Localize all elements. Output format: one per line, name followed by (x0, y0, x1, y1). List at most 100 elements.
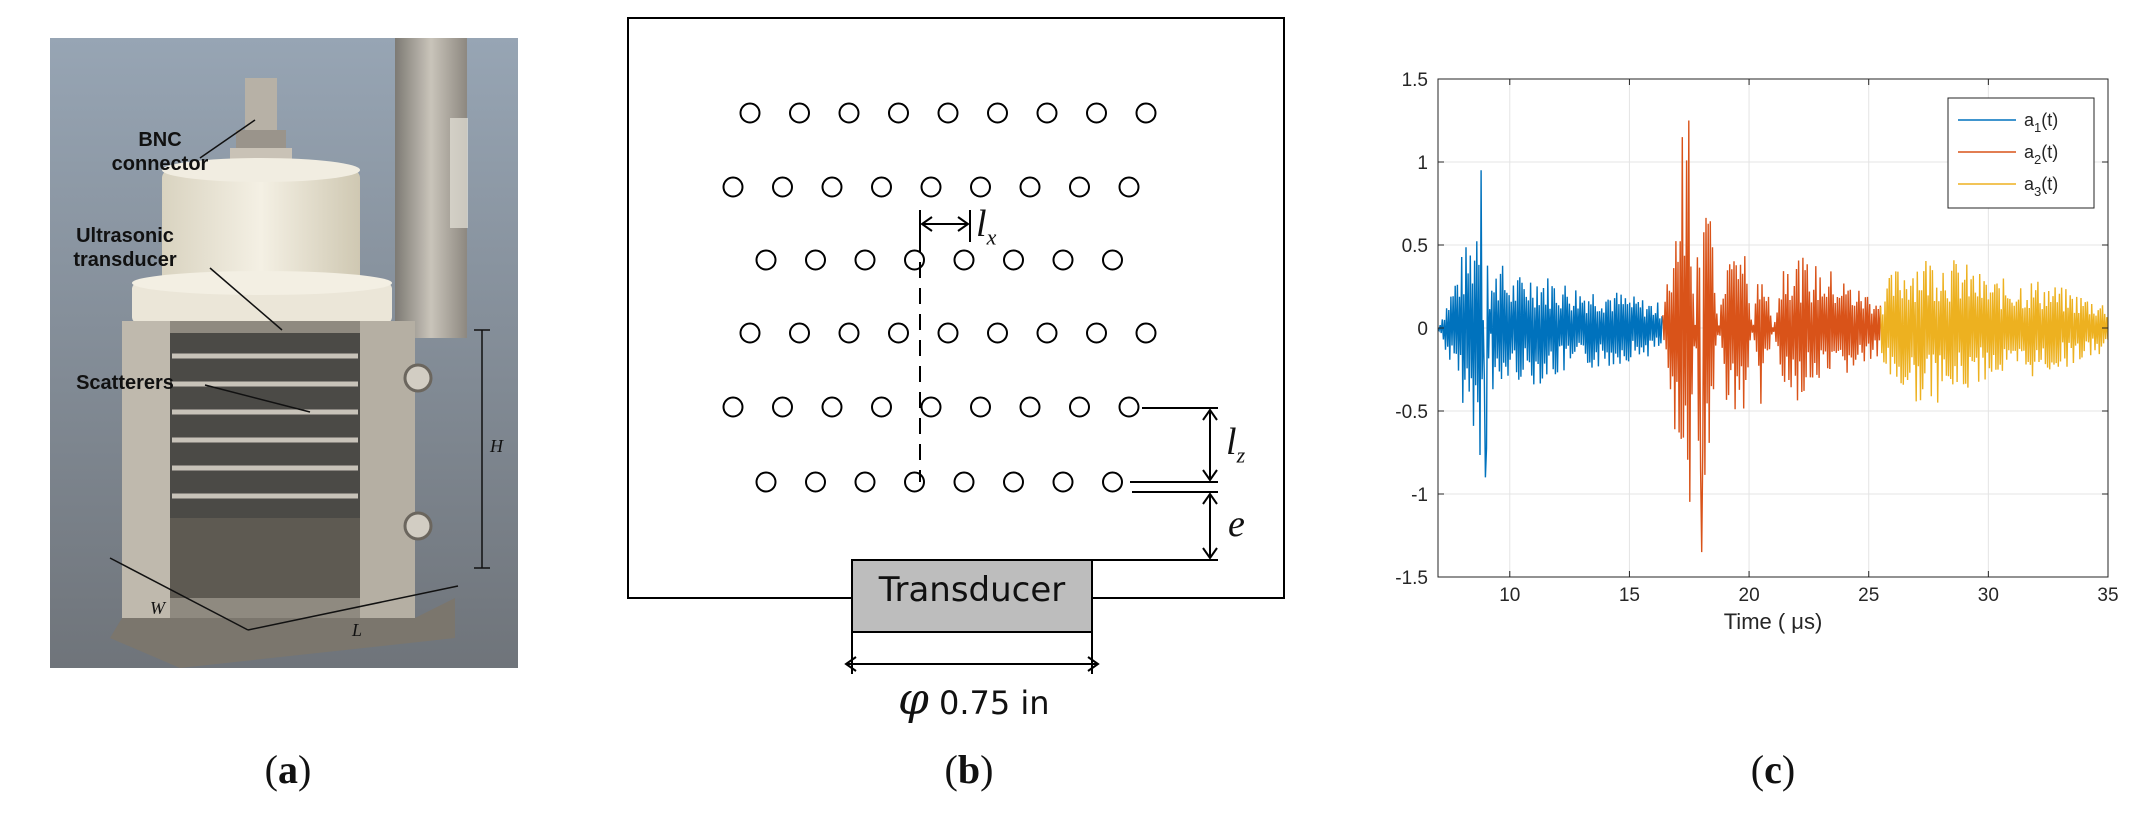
scatterer-hole (987, 322, 1008, 344)
apparatus-photo (50, 38, 518, 668)
y-tick-label: 1 (1417, 153, 1428, 174)
scatterer-hole (1086, 322, 1107, 344)
caption-b: (b) (944, 747, 994, 792)
scatterer-hole (854, 249, 876, 271)
ultrasonic-transducer-label: Ultrasonic transducer (50, 224, 200, 272)
tank-outline (627, 17, 1285, 599)
scatterer-hole (1069, 176, 1090, 198)
x-tick-label: 30 (1978, 585, 1999, 606)
scatterer-hole (1135, 322, 1157, 344)
scatterer-hole (772, 396, 793, 418)
transducer-label-line2: transducer (73, 249, 177, 271)
transducer-label: Transducer (878, 570, 1066, 610)
scatterer-hole (755, 471, 777, 493)
lz-label: lz (1226, 421, 1246, 468)
legend-label: a2(t) (2024, 142, 2058, 167)
scatterer-hole (920, 396, 942, 418)
h-dimension-label: H (490, 436, 503, 456)
scatterer-hole (970, 176, 991, 198)
w-dimension-label: W (150, 598, 165, 618)
scatterer-hole (805, 471, 826, 493)
scatterer-hole (789, 102, 810, 124)
x-tick-label: 25 (1858, 585, 1879, 606)
y-tick-label: -1 (1411, 485, 1428, 506)
scatterer-hole (1036, 102, 1058, 124)
scatterer-hole (953, 249, 975, 271)
scatterer-grid (722, 102, 1157, 493)
y-tick-label: 0 (1417, 319, 1428, 340)
scatterer-hole (1003, 471, 1024, 493)
scatterer-hole (1052, 471, 1074, 493)
panel-b: Transducer lx lz e φ 0.75 in (620, 10, 1320, 725)
scatterer-hole (1019, 396, 1041, 418)
panel-a: BNC connector Ultrasonic transducer Scat… (50, 38, 518, 668)
legend-label: a3(t) (2024, 174, 2058, 199)
scatterer-hole (970, 396, 991, 418)
series-line-3 (1880, 260, 2109, 403)
scatterer-hole (937, 102, 959, 124)
diameter-label: φ 0.75 in (898, 674, 1050, 725)
x-tick-label: 10 (1499, 585, 1520, 606)
x-tick-label: 35 (2097, 585, 2118, 606)
scatterer-hole (888, 102, 909, 124)
scatterer-hole (987, 102, 1008, 124)
scatterer-hole (920, 176, 942, 198)
diameter-value: 0.75 in (938, 684, 1050, 722)
scatterer-hole (805, 249, 826, 271)
scatterer-hole (739, 322, 761, 344)
series-line-2 (1662, 120, 1882, 553)
scatterer-hole (722, 176, 744, 198)
scatterer-hole (739, 102, 761, 124)
scatterer-hole (888, 322, 909, 344)
y-tick-label: -0.5 (1395, 402, 1428, 423)
scatterer-hole (1069, 396, 1090, 418)
scatterer-hole (1086, 102, 1107, 124)
e-label: e (1228, 503, 1245, 545)
scatterer-hole (1118, 176, 1140, 198)
lx-label: lx (976, 203, 997, 250)
phi-symbol: φ (898, 674, 929, 725)
scatterer-hole (854, 471, 876, 493)
scatterers-label: Scatterers (76, 372, 174, 394)
transducer-block (851, 559, 1093, 633)
series-line-1 (1437, 170, 1663, 478)
scatterer-hole (904, 249, 925, 271)
y-tick-label: 1.5 (1402, 70, 1428, 91)
scatterer-hole (789, 322, 810, 344)
scatterer-hole (821, 396, 843, 418)
x-axis-label: Time ( μs) (1724, 609, 1823, 634)
scatterer-hole (1036, 322, 1058, 344)
scatterer-hole (821, 176, 843, 198)
bnc-connector-label: BNC connector (80, 128, 240, 176)
y-tick-label: -1.5 (1395, 568, 1428, 589)
scatterer-hole (1019, 176, 1041, 198)
scatterer-hole (1102, 471, 1123, 493)
bnc-label-line1: BNC (138, 129, 182, 151)
transducer-label-line1: Ultrasonic (76, 225, 174, 247)
x-tick-label: 15 (1619, 585, 1640, 606)
scatterer-hole (838, 322, 860, 344)
scatterer-hole (953, 471, 975, 493)
scatterer-hole (1135, 102, 1157, 124)
scatterer-hole (1118, 396, 1140, 418)
caption-c: (c) (1750, 747, 1796, 792)
legend-label: a1(t) (2024, 110, 2058, 135)
scatterer-hole (722, 396, 744, 418)
scatterer-hole (1052, 249, 1074, 271)
scatterer-hole (772, 176, 793, 198)
bnc-label-line2: connector (111, 153, 209, 175)
x-tick-label: 20 (1739, 585, 1760, 606)
scatterer-hole (937, 322, 959, 344)
scatterer-hole (871, 396, 892, 418)
scatterer-hole (1102, 249, 1123, 271)
legend: a1(t) a2(t) a3(t) (1947, 97, 2095, 209)
scatterer-hole (1003, 249, 1024, 271)
schematic-diagram (627, 17, 1285, 674)
y-tick-label: 0.5 (1402, 236, 1428, 257)
scatterer-hole (838, 102, 860, 124)
scatterer-hole (871, 176, 892, 198)
scatterer-hole (904, 471, 925, 493)
caption-a: (a) (264, 747, 312, 792)
